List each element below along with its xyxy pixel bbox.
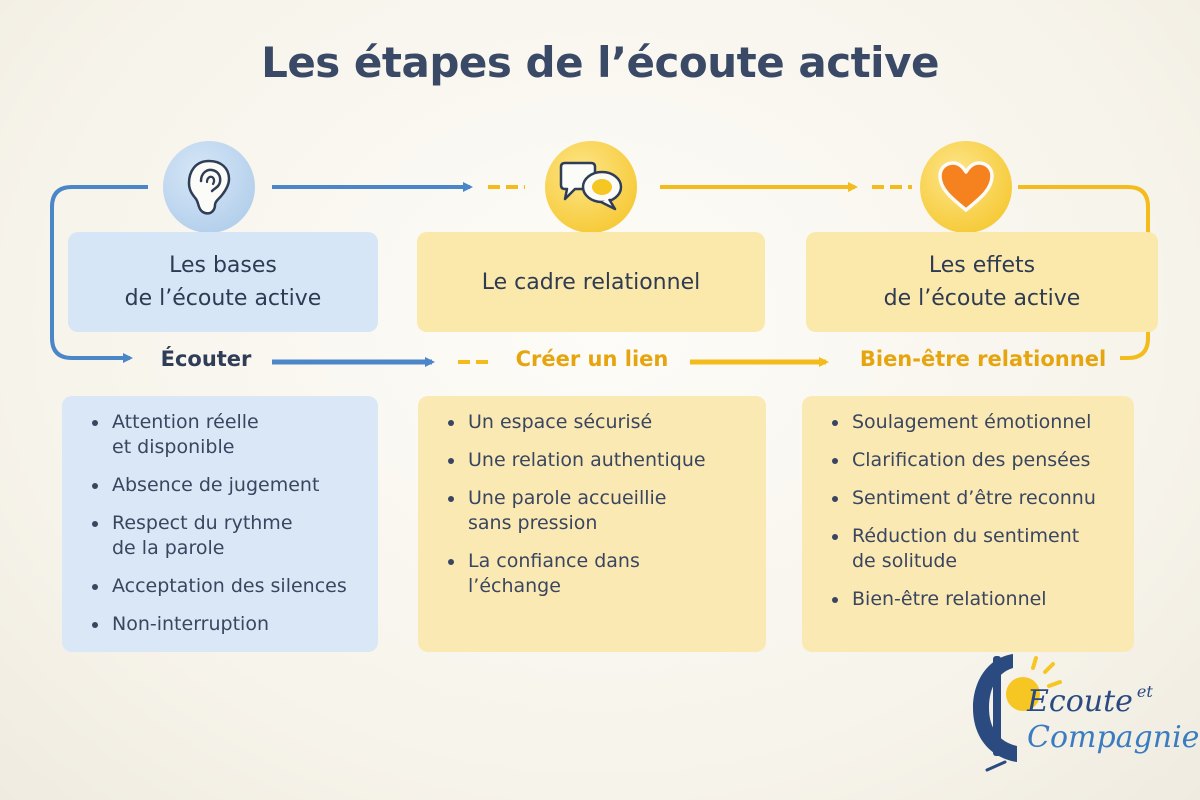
- logo-c-shape: [973, 654, 1017, 762]
- header-card-bases: Les bases de l’écoute active: [68, 232, 378, 332]
- list-card-bases: Attention réelle et disponible Absence d…: [62, 396, 378, 652]
- list-item: Respect du rythme de la parole: [92, 511, 362, 561]
- logo-sun: [1006, 677, 1040, 711]
- list-item: Absence de jugement: [92, 473, 362, 498]
- header-line2: de l’écoute active: [124, 286, 322, 311]
- logo-text-line2: Compagnie: [1027, 720, 1200, 755]
- step-label-creer-un-lien: Créer un lien: [515, 347, 669, 371]
- ear-icon: [163, 141, 255, 233]
- list-card-cadre: Un espace sécurisé Une relation authenti…: [418, 396, 766, 652]
- list-item: Sentiment d’être reconnu: [832, 486, 1118, 511]
- heart-icon: [920, 141, 1012, 233]
- step-label-bien-etre: Bien-être relationnel: [859, 347, 1107, 371]
- list-item: Une parole accueillie sans pression: [448, 486, 750, 536]
- list-item: Attention réelle et disponible: [92, 410, 362, 460]
- list-item: Clarification des pensées: [832, 448, 1118, 473]
- list-item: Un espace sécurisé: [448, 410, 750, 435]
- header-card-effets: Les effets de l’écoute active: [806, 232, 1158, 332]
- header-line1: Le cadre relationnel: [481, 269, 701, 295]
- left-loop-connector: [50, 185, 148, 363]
- list-card-effets: Soulagement émotionnel Clarification des…: [802, 396, 1134, 652]
- list-item: Acceptation des silences: [92, 574, 362, 599]
- list-item: La confiance dans l’échange: [448, 549, 750, 599]
- list-item: Soulagement émotionnel: [832, 410, 1118, 435]
- list-item: Une relation authentique: [448, 448, 750, 473]
- header-line1: Les effets: [928, 253, 1036, 278]
- header-card-cadre: Le cadre relationnel: [417, 232, 765, 332]
- list-item: Réduction du sentiment de solitude: [832, 524, 1118, 574]
- speech-bubbles-icon: [545, 141, 637, 233]
- page-title: Les étapes de l’écoute active: [261, 38, 939, 87]
- step-label-ecouter: Écouter: [160, 347, 252, 371]
- header-line1: Les bases: [169, 253, 277, 278]
- list-item: Non-interruption: [92, 612, 362, 637]
- header-line2: de l’écoute active: [883, 286, 1081, 311]
- list-item: Bien-être relationnel: [832, 587, 1118, 612]
